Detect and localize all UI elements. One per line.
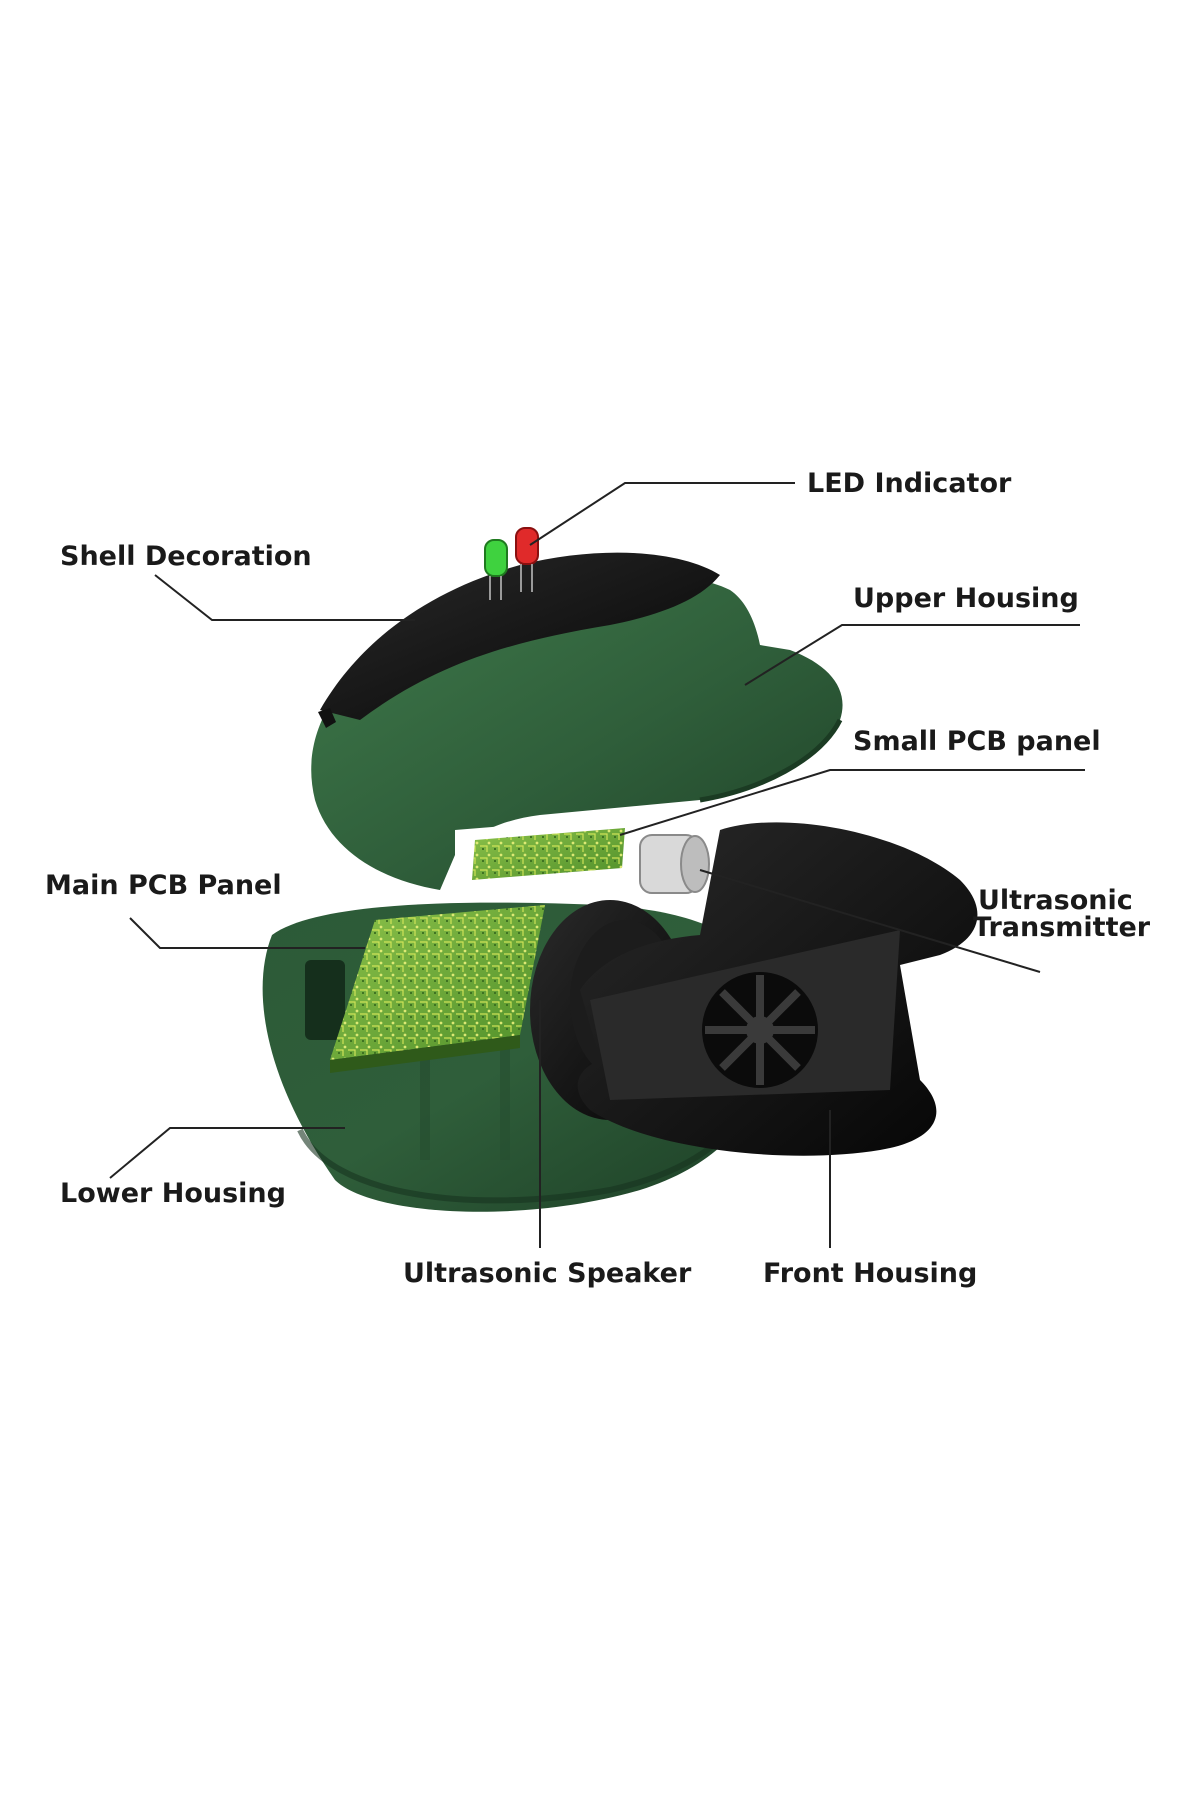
ultrasonic-transmitter	[639, 834, 710, 894]
leader-small-pcb-panel	[619, 769, 1085, 836]
label-ultrasonic-transmitter-line2: Transmitter	[973, 912, 1151, 943]
leader-upper-housing	[744, 624, 1080, 686]
label-lower-housing: Lower Housing	[60, 1178, 286, 1209]
label-front-housing: Front Housing	[763, 1258, 978, 1289]
leader-lower-housing	[109, 1127, 345, 1179]
leader-main-pcb-panel	[129, 917, 365, 949]
label-ultrasonic-transmitter-line1: Ultrasonic	[978, 885, 1133, 916]
front-housing	[577, 822, 978, 1156]
shell-decoration	[318, 552, 720, 728]
small-pcb-panel	[472, 828, 625, 880]
leader-shell-decoration	[154, 574, 415, 621]
label-main-pcb-panel: Main PCB Panel	[45, 870, 282, 901]
leader-led-indicator	[529, 482, 795, 546]
label-small-pcb-panel: Small PCB panel	[853, 726, 1101, 757]
led-indicator	[484, 527, 539, 600]
leader-ultrasonic-transmitter	[699, 869, 1041, 973]
label-shell-decoration: Shell Decoration	[60, 541, 312, 572]
label-ultrasonic-transmitter: Ultrasonic Transmitter	[973, 887, 1150, 941]
label-ultrasonic-speaker: Ultrasonic Speaker	[403, 1258, 692, 1289]
main-pcb-panel	[330, 905, 545, 1073]
label-led-indicator: LED Indicator	[807, 468, 1012, 499]
leader-lines	[109, 482, 1085, 1248]
label-upper-housing: Upper Housing	[853, 583, 1079, 614]
